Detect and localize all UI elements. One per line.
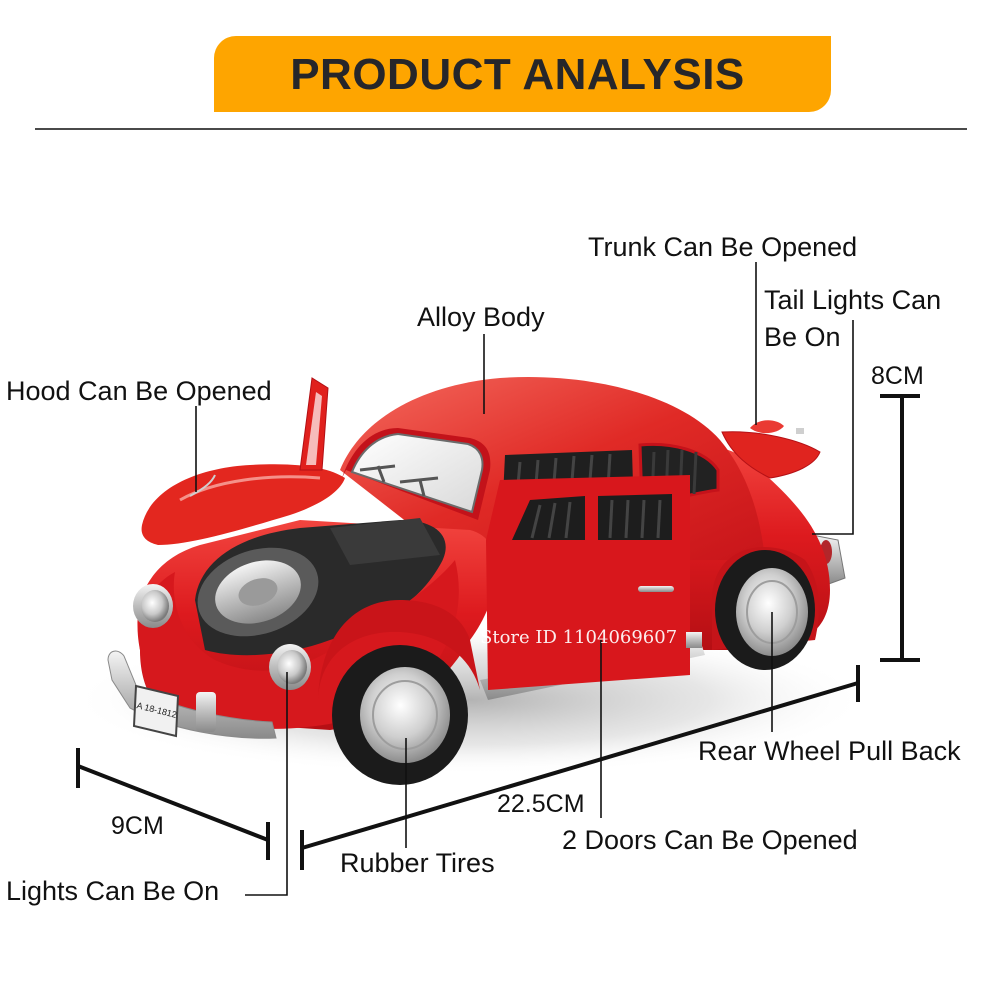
dimension-length: 22.5CM (497, 790, 585, 818)
right-headlight (269, 644, 311, 690)
dimension-height: 8CM (871, 362, 924, 390)
hood (141, 464, 345, 545)
label-rear-wheel: Rear Wheel Pull Back (698, 736, 961, 766)
length-dimension-bar (300, 665, 860, 870)
front-compartment (195, 518, 446, 656)
page-title: PRODUCT ANALYSIS (290, 50, 745, 99)
rear-wheel (715, 550, 815, 670)
label-tires: Rubber Tires (340, 848, 495, 878)
height-dimension-bar (880, 394, 920, 662)
width-dimension-bar (76, 748, 270, 860)
label-alloy-body: Alloy Body (417, 302, 545, 332)
tail-lights-leader (812, 320, 854, 535)
label-trunk: Trunk Can Be Opened (588, 232, 858, 262)
near-door (486, 475, 702, 690)
label-hood: Hood Can Be Opened (6, 376, 272, 406)
label-lights: Lights Can Be On (6, 876, 220, 906)
dimension-width: 9CM (111, 812, 164, 840)
title-banner: PRODUCT ANALYSIS (214, 36, 831, 112)
label-tail-lights: Tail Lights Can Be On (764, 285, 942, 352)
leader-lines (195, 262, 854, 896)
front-wheel (332, 645, 468, 785)
header-divider (35, 128, 967, 130)
lights-leader (245, 672, 288, 896)
trunk-lid (721, 420, 821, 479)
label-doors: 2 Doors Can Be Opened (562, 825, 858, 855)
windshield (342, 428, 491, 520)
left-headlight (133, 584, 173, 628)
store-watermark: Store ID 1104069607 (480, 627, 678, 648)
license-plate: A 18-1812 (132, 684, 180, 738)
